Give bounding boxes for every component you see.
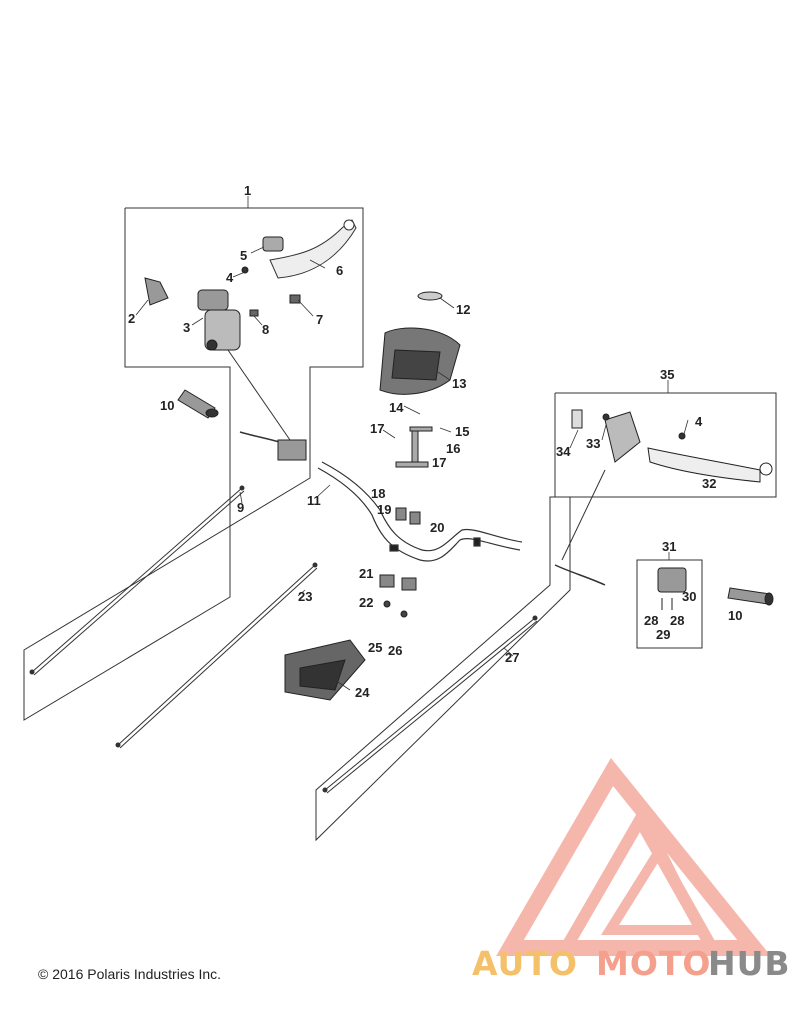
- callout-29: 29: [656, 627, 670, 642]
- callout-28b: 28: [670, 613, 684, 628]
- callout-28a: 28: [644, 613, 658, 628]
- grip-left: [177, 389, 219, 419]
- callout-20: 20: [430, 520, 444, 535]
- callout-22: 22: [359, 595, 373, 610]
- callout-26: 26: [388, 643, 402, 658]
- right-hose: [554, 469, 606, 586]
- callout-32: 32: [702, 476, 716, 491]
- callout-9: 9: [237, 500, 244, 515]
- handlebar: [317, 461, 523, 562]
- callout-24: 24: [355, 685, 370, 700]
- callout-23: 23: [298, 589, 312, 604]
- handlebar-clamps: [379, 507, 421, 618]
- cable-27: [322, 615, 538, 794]
- callout-21: 21: [359, 566, 373, 581]
- callout-6: 6: [336, 263, 343, 278]
- lower-cover: [284, 639, 366, 701]
- brake-hose-left: [227, 349, 307, 461]
- callout-19: 19: [377, 502, 391, 517]
- grip-right: [727, 587, 774, 606]
- watermark-moto: MOTO: [596, 944, 712, 983]
- master-cylinder: [144, 236, 301, 351]
- callout-3: 3: [183, 320, 190, 335]
- callout-4: 4: [226, 270, 234, 285]
- callout-2: 2: [128, 311, 135, 326]
- callout-17b: 17: [432, 455, 446, 470]
- callout-13: 13: [452, 376, 466, 391]
- bracket: [395, 426, 433, 468]
- cable-9: [29, 485, 245, 676]
- callout-1: 1: [244, 183, 251, 198]
- leader-lines: [135, 196, 689, 691]
- callout-8: 8: [262, 322, 269, 337]
- watermark-auto: AUTO: [472, 944, 578, 983]
- callout-5: 5: [240, 248, 247, 263]
- callout-31: 31: [662, 539, 676, 554]
- callout-34: 34: [556, 444, 571, 459]
- callout-4b: 4: [695, 414, 703, 429]
- callout-33: 33: [586, 436, 600, 451]
- callout-7: 7: [316, 312, 323, 327]
- group-box-left-lever: [23, 207, 364, 721]
- watermark-logo-icon: [496, 757, 771, 956]
- callout-10: 10: [160, 398, 174, 413]
- switch-housing: [657, 567, 687, 610]
- callout-15: 15: [455, 424, 469, 439]
- callout-16: 16: [446, 441, 460, 456]
- headlight-cover: [379, 291, 461, 395]
- callout-25: 25: [368, 640, 382, 655]
- callout-17: 17: [370, 421, 384, 436]
- group-box-right-lever: [315, 392, 777, 842]
- cable-23: [115, 562, 318, 749]
- callout-14: 14: [389, 400, 404, 415]
- callout-18: 18: [371, 486, 385, 501]
- callout-30: 30: [682, 589, 696, 604]
- callout-11: 11: [307, 493, 321, 508]
- callout-27: 27: [505, 650, 519, 665]
- callout-35: 35: [660, 367, 674, 382]
- copyright-text: © 2016 Polaris Industries Inc.: [38, 966, 222, 982]
- callout-10b: 10: [728, 608, 742, 623]
- right-lever: [571, 409, 773, 483]
- callout-12: 12: [456, 302, 470, 317]
- left-brake-lever: [269, 219, 357, 279]
- callout-labels: 1 2 3 4 5 6 7 8 9 10 11 12 13 14 15 16 1…: [128, 183, 742, 700]
- watermark-hub: HUB: [708, 944, 791, 983]
- group-box-switch: [636, 559, 703, 649]
